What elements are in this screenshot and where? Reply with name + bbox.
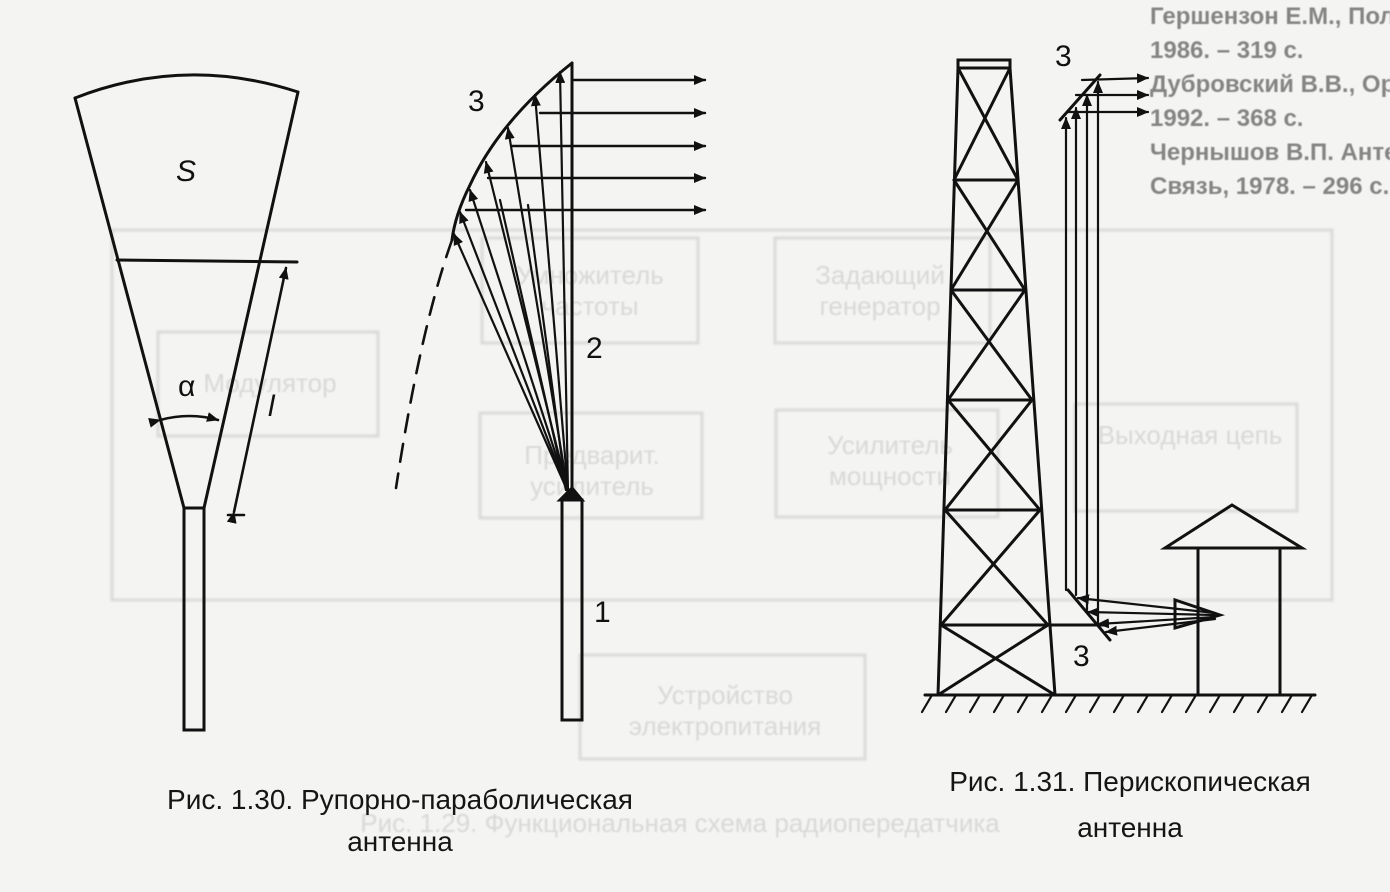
radiated-rays: [464, 75, 707, 215]
feed-waveguide: [560, 498, 584, 722]
horn-antenna-figure: [73, 73, 300, 732]
vertical-beam: [1061, 80, 1103, 624]
ray-to-reflector: [555, 70, 570, 494]
caption-line: Рис. 1.30. Рупорно-параболическая: [167, 784, 633, 815]
caption-line: антенна: [347, 826, 453, 857]
bleed-through-references: Гершензон Е.М., Полянина Г.Д., Соина Н.В…: [1150, 0, 1390, 230]
upper-mirror: [1058, 73, 1102, 122]
bleed-reference-line: Чернышов В.П. Антенно-фидерные устройств…: [1150, 139, 1390, 166]
bleed-outer-frame: [110, 228, 1334, 602]
bleed-block-power-amplifier: [774, 408, 1000, 519]
bleed-reference-line: 1986. – 319 с.: [1150, 37, 1304, 64]
periscopic-antenna-figure: [920, 58, 1317, 714]
bleed-block-label: Предварит. усилитель: [524, 440, 660, 501]
tower-right-leg: [1008, 66, 1057, 697]
parabola-dashed-extension: [394, 238, 454, 490]
bleed-caption: Рис. 1.29. Функциональная схема радиопер…: [360, 808, 1000, 838]
bleed-block-label: Устройство электропитания: [628, 680, 822, 741]
caption-line: Рис. 1.31. Перископическая: [949, 766, 1311, 797]
bleed-reference-line: Гершензон Е.М., Полянина Г.Д., Соина Н.В…: [1150, 3, 1390, 30]
output-beam: [1066, 73, 1150, 117]
horn-feed-waveguide: [182, 506, 206, 732]
house-roof: [1159, 503, 1308, 550]
horn-left-wall: [73, 96, 186, 510]
label-3-upper-mirror: 3: [1055, 40, 1072, 73]
bleed-block-label: Задающий генератор: [815, 260, 945, 321]
ground-hatching: [920, 693, 1314, 714]
label-l: l: [268, 390, 275, 423]
caption-line: антенна: [1077, 812, 1183, 843]
label-alpha: α: [178, 370, 196, 403]
bleed-block-label: Усилитель мощности: [827, 430, 953, 491]
caption-figure-1-31: Рис. 1.31. Перископическая антенна: [870, 764, 1390, 846]
bleed-reference-line: Связь, 1978. – 296 с.: [1150, 173, 1390, 200]
ray-to-reflector: [468, 188, 570, 494]
bleed-block-multiplier: [480, 236, 700, 345]
lattice-tower: [936, 58, 1057, 697]
bleed-block-power-supply: [578, 653, 867, 761]
label-2-horn: 2: [586, 332, 603, 365]
feed-to-mirror-rays: [1076, 594, 1217, 636]
bleed-block-label: Выходная цепь: [1097, 420, 1283, 450]
horn-angle-arc: [148, 412, 220, 428]
caption-figure-1-30: Рис. 1.30. Рупорно-параболическая антенн…: [70, 782, 730, 860]
ray-lines: [452, 70, 570, 494]
tower-top-cap: [956, 58, 1012, 70]
bleed-reference-line: 1992. – 368 с.: [1150, 105, 1304, 132]
horn-cross-section-line: [115, 258, 299, 264]
label-3-reflector: 3: [468, 85, 485, 118]
bleed-block-label: Умножитель частоты: [516, 260, 664, 321]
ray-to-reflector: [458, 210, 570, 494]
ray-to-reflector: [530, 93, 570, 494]
label-1-waveguide: 1: [594, 596, 611, 629]
tower-left-leg: [936, 66, 960, 697]
horn-parabolic-figure: [394, 61, 707, 722]
label-s: S: [176, 155, 197, 188]
lower-mirror: [1066, 588, 1112, 642]
horn-length-arrow: [226, 266, 289, 524]
label-3-lower-mirror: 3: [1073, 640, 1090, 673]
bleed-reference-line: Дубровский В.В., Орлов В.А. Радиотехника…: [1150, 71, 1390, 98]
bleed-block-preamplifier: [478, 411, 704, 520]
horn-aperture-arc: [73, 73, 300, 100]
feed-horn-apex: [556, 485, 586, 502]
ray-inner: [526, 203, 568, 492]
parabolic-reflector: [450, 61, 574, 242]
ray-inner: [498, 198, 568, 492]
ray-to-reflector: [452, 232, 570, 494]
horn-right-wall: [202, 90, 300, 510]
